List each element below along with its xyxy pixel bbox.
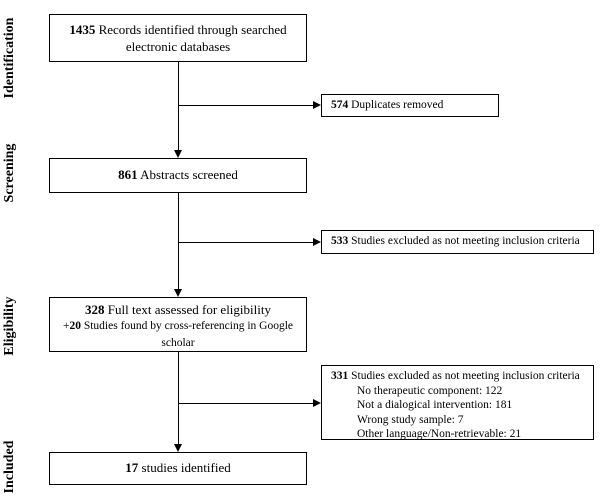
stage-label-screening: Screening [2, 143, 17, 203]
arrow-to-fulltext [174, 289, 182, 297]
fulltext-text: Full text assessed for eligibility [104, 302, 271, 317]
connector-fulltext-to-included [178, 352, 179, 444]
eligibility-excluded-text: Studies excluded as not meeting inclusio… [348, 370, 580, 382]
fulltext-count: 328 [85, 302, 105, 317]
arrow-to-included [174, 444, 182, 452]
included-count: 17 [125, 460, 139, 475]
branch-to-eligibility-excluded [178, 403, 313, 404]
records-identified-box: 1435 Records identified through searched… [49, 14, 307, 62]
abstracts-screened-box: 861 Abstracts screened [49, 158, 307, 193]
stage-label-included: Included [2, 440, 17, 494]
arrow-to-eligibility-excluded [313, 399, 321, 407]
fulltext-plus-sign: + [62, 320, 70, 332]
duplicates-text: Duplicates removed [348, 99, 444, 111]
connector-abstracts-to-fulltext [178, 193, 179, 289]
records-text-line2: electronic databases [125, 39, 231, 54]
fulltext-plus-count: 20 [69, 320, 81, 332]
fulltext-plus-text: Studies found by cross-referencing in Go… [80, 320, 294, 332]
screening-excluded-box: 533 Studies excluded as not meeting incl… [321, 230, 594, 254]
duplicates-count: 574 [331, 99, 349, 111]
screening-excluded-count: 533 [331, 235, 349, 247]
connector-records-to-abstracts [178, 62, 179, 150]
records-text: Records identified through searched [95, 22, 287, 37]
exclusion-reason-item: No therapeutic component: 122 [357, 384, 503, 397]
branch-to-screening-excluded [178, 242, 313, 243]
eligibility-excluded-count: 331 [331, 370, 349, 382]
stage-label-eligibility: Eligibility [2, 296, 17, 356]
exclusion-reason-item: Other language/Non-retrievable: 21 [357, 428, 522, 440]
arrow-to-screening-excluded [313, 238, 321, 246]
branch-to-duplicates [178, 105, 313, 106]
fulltext-plus-text-line2: scholar [161, 337, 195, 349]
screening-excluded-text: Studies excluded as not meeting inclusio… [348, 235, 580, 247]
stage-label-identification: Identification [2, 17, 17, 99]
included-text: studies identified [138, 460, 231, 475]
exclusion-reason-item: Not a dialogical intervention: 181 [357, 399, 513, 411]
records-count: 1435 [69, 22, 96, 37]
abstracts-count: 861 [118, 167, 138, 182]
studies-included-box: 17 studies identified [49, 452, 307, 485]
duplicates-removed-box: 574 Duplicates removed [321, 94, 499, 117]
fulltext-assessed-box: 328 Full text assessed for eligibility +… [49, 297, 307, 352]
eligibility-excluded-box: 331 Studies excluded as not meeting incl… [321, 365, 594, 440]
exclusion-reason-item: Wrong study sample: 7 [357, 413, 464, 426]
arrow-to-duplicates [313, 101, 321, 109]
abstracts-text: Abstracts screened [137, 167, 238, 182]
arrow-to-abstracts [174, 150, 182, 158]
